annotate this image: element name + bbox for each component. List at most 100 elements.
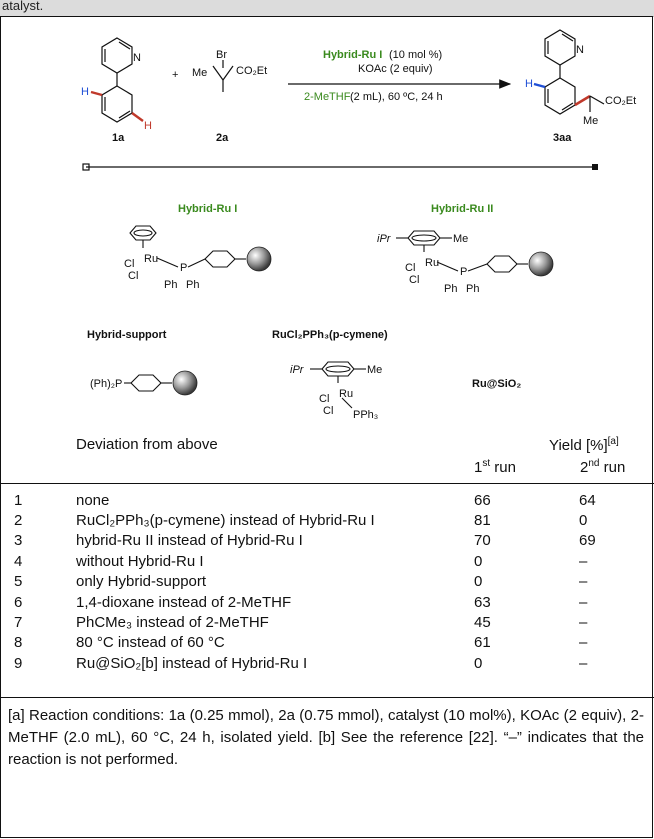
deviation-cell: none: [76, 491, 110, 509]
separator-end-left: [82, 163, 90, 171]
col-deviation-header: Deviation from above: [76, 436, 218, 453]
entry-cell: 5: [14, 573, 23, 591]
deviation-cell: 1,4-dioxane instead of 2-MeTHF: [76, 593, 292, 611]
run2-num: 2: [580, 459, 589, 476]
deviation-cell: only Hybrid-support: [76, 573, 207, 591]
hybrid-ru-2-structure: [396, 230, 528, 273]
table-row: 7 PhCMe₃ instead of 2-MeTHF 45 –: [14, 612, 649, 632]
run2-cell: –: [579, 614, 588, 632]
col-run2-header: 2nd run: [580, 458, 625, 476]
entry-cell: 3: [14, 532, 23, 550]
cond-base: KOAc (2 equiv): [358, 63, 433, 75]
ru-sio2-title: Ru@SiO₂: [472, 378, 521, 390]
run2-cell: 0: [579, 512, 588, 530]
p-2-atom: P: [460, 266, 467, 278]
cl-2a-atom: Cl: [405, 262, 415, 274]
run2-cell: –: [579, 654, 588, 672]
footnote: [a] Reaction conditions: 1a (0.25 mmol),…: [8, 707, 644, 768]
h-left-label: H: [81, 86, 89, 98]
entry-cell: 8: [14, 634, 23, 652]
support-sphere-1: [246, 246, 272, 272]
cond-catalyst: Hybrid-Ru I: [323, 49, 382, 61]
hybrid-support-structure: [124, 374, 172, 392]
cond-solvent-rest: (2 mL), 60 ºC, 24 h: [350, 91, 443, 103]
table-row: 3 hybrid-Ru II instead of Hybrid-Ru I 70 69: [14, 531, 649, 551]
deviation-cell: hybrid-Ru II instead of Hybrid-Ru I: [76, 532, 303, 550]
entry-cell: 9: [14, 654, 23, 672]
ph2p-label: (Ph)₂P: [90, 378, 122, 390]
col-run1-header: 1st run: [474, 458, 516, 476]
run1-cell: 81: [474, 512, 491, 530]
ru-3-atom: Ru: [339, 388, 353, 400]
run2-cell: 69: [579, 532, 596, 550]
run1-sup: st: [482, 458, 491, 469]
product-me-label: Me: [583, 115, 598, 127]
pph3-label: PPh₃: [353, 409, 378, 421]
run1-cell: 45: [474, 614, 491, 632]
deviation-cell: without Hybrid-Ru I: [76, 552, 204, 570]
ipr-2: iPr: [377, 233, 392, 245]
product-n-label: N: [576, 44, 584, 56]
deviation-cell: RuCl₂PPh₃(p-cymene) instead of Hybrid-Ru…: [76, 512, 375, 530]
run1-cell: 70: [474, 532, 491, 550]
run1-cell: 63: [474, 593, 491, 611]
pyridine-ring: [101, 37, 133, 74]
p-1-atom: P: [180, 262, 187, 274]
run2-cell: 64: [579, 491, 596, 509]
ph-2b: Ph: [466, 283, 479, 295]
run1-cell: 61: [474, 634, 491, 652]
compound-2a-structure: [212, 60, 234, 92]
separator-end-right: [592, 164, 598, 170]
cl-2b-atom: Cl: [409, 274, 419, 286]
footnote-rule: [0, 697, 654, 698]
me-label: Me: [192, 67, 207, 79]
ipr-3: iPr: [290, 364, 305, 376]
run2-sup: nd: [588, 458, 600, 469]
run2-cell: –: [579, 552, 588, 570]
product-ester-label: CO₂Et: [605, 95, 636, 107]
cond-solvent: 2-MeTHF: [304, 91, 351, 103]
header-bar-text: atalyst.: [2, 0, 44, 13]
deviation-cell: 80 °C instead of 60 °C: [76, 634, 225, 652]
ph-2a: Ph: [444, 283, 457, 295]
label-1a: 1a: [112, 132, 125, 144]
br-label: Br: [216, 49, 227, 61]
me-3: Me: [367, 364, 382, 376]
run1-cell: 0: [474, 573, 483, 591]
col-yield-text: Yield [%]: [549, 437, 608, 454]
ph-1a: Ph: [164, 279, 177, 291]
hybrid-ru-1-structure: [129, 225, 246, 268]
entry-cell: 1: [14, 491, 23, 509]
entry-cell: 2: [14, 512, 23, 530]
ph-1b: Ph: [186, 279, 199, 291]
col-yield-note: [a]: [607, 436, 619, 447]
product-h-label: H: [525, 78, 533, 90]
hybrid-ru-2-title: Hybrid-Ru II: [431, 203, 493, 215]
entry-cell: 6: [14, 593, 23, 611]
header-rule: [0, 483, 654, 484]
label-3aa: 3aa: [553, 132, 572, 144]
run1-suffix: run: [490, 459, 516, 476]
hybrid-ru-1-title: Hybrid-Ru I: [178, 203, 237, 215]
support-sphere-2: [528, 251, 554, 277]
pyridine-n-label: N: [133, 52, 141, 64]
plus-sign: +: [172, 69, 178, 81]
cl-3a-atom: Cl: [319, 393, 329, 405]
benzene-ring: [101, 85, 133, 123]
entry-cell: 7: [14, 614, 23, 632]
cond-catalyst-loading: (10 mol %): [389, 49, 442, 61]
ester-label: CO₂Et: [236, 65, 267, 77]
support-sphere-3: [172, 370, 198, 396]
deviation-cell: PhCMe₃ instead of 2-MeTHF: [76, 614, 269, 632]
cl-1b-atom: Cl: [128, 270, 138, 282]
label-2a: 2a: [216, 132, 229, 144]
run2-suffix: run: [599, 459, 626, 476]
run2-cell: –: [579, 573, 588, 591]
reaction-scheme: N H H + Br Me CO₂Et Hybrid-Ru I (10 mol …: [81, 29, 636, 421]
